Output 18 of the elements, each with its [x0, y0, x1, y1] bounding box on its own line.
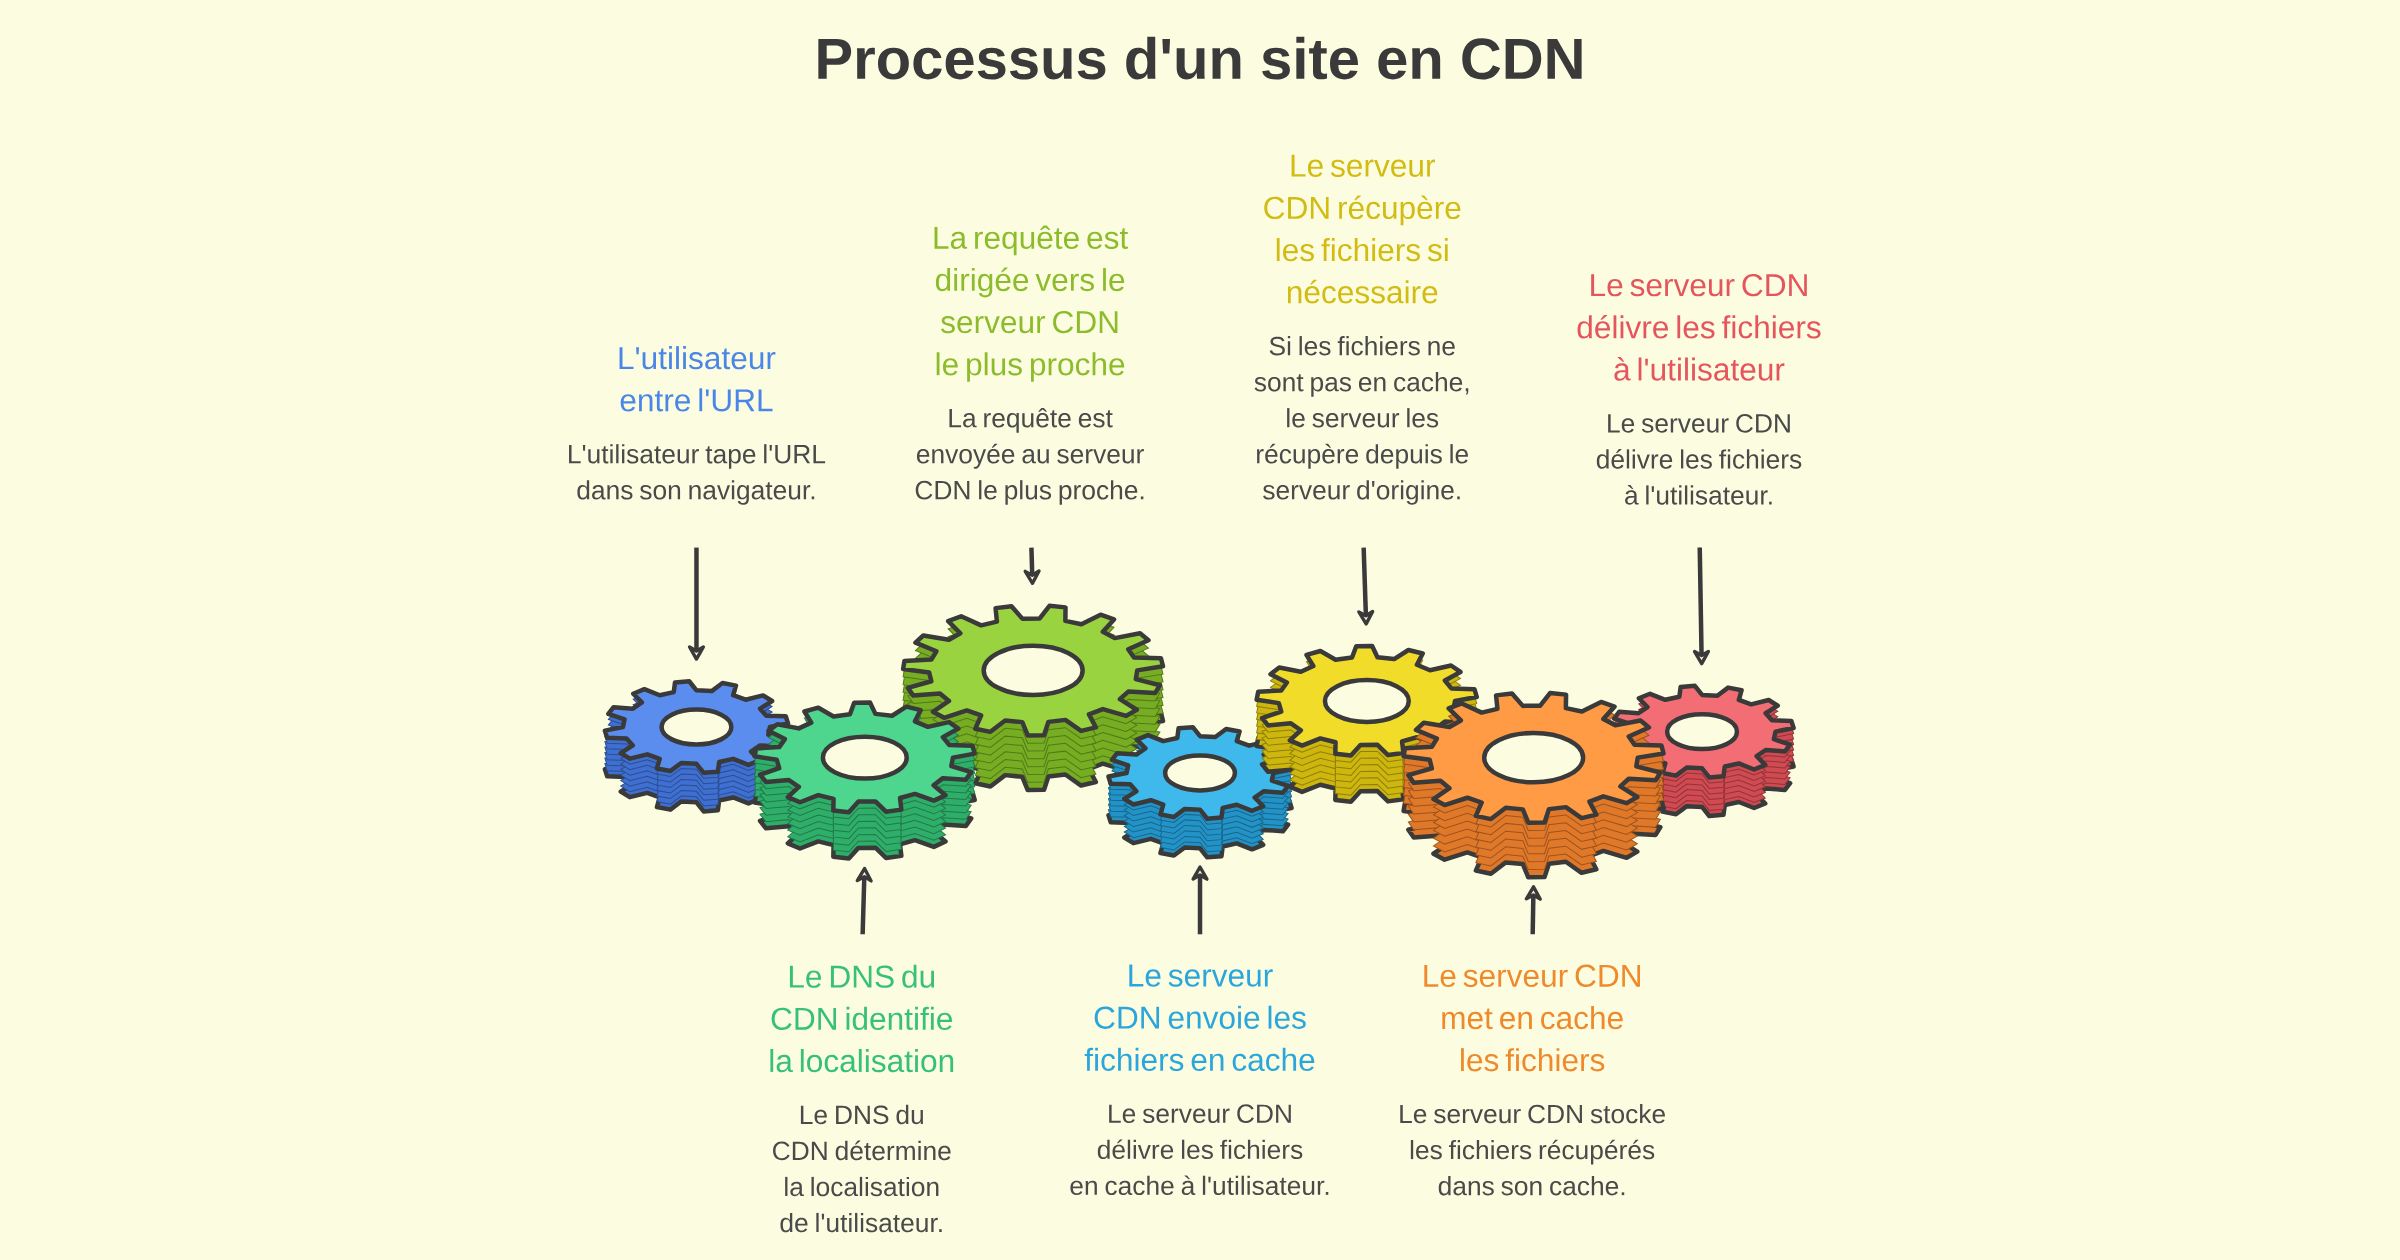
- title: Processus d'un site en CDN: [818, 36, 1582, 80]
- arrow: [855, 866, 873, 935]
- arrow: [1023, 547, 1041, 585]
- gear-icon: [752, 700, 977, 861]
- step-label: Le DNS du CDN identifie la localisation Le DNS du CDN détermine la localisation de l'utilisateur.: [770, 964, 954, 1233]
- gear-icon: [1106, 724, 1294, 860]
- step-label: La requête est dirigée vers le serveur CDN le plus proche La requête est envoyée au serveur CDN le plus proche.: [915, 225, 1144, 505]
- arrow: [1524, 885, 1542, 935]
- step-label: L'utilisateur entre l'URL L'utilisateur tape l'URL dans son navigateur.: [569, 346, 826, 505]
- arrow: [1357, 547, 1375, 626]
- step-label: Le serveur CDN délivre les fichiers à l'utilisateur Le serveur CDN délivre les fichiers à l'utilisateur.: [1577, 273, 1821, 505]
- arrow: [1692, 547, 1711, 666]
- gear-icon: [1401, 690, 1666, 880]
- step-label: Le serveur CDN met en cache les fichiers Le serveur CDN stocke les fichiers récupérés dans son cache.: [1400, 964, 1665, 1196]
- arrow: [687, 547, 706, 661]
- arrow: [1191, 865, 1209, 935]
- step-label: Le serveur CDN envoie les fichiers en cache Le serveur CDN délivre les fichiers en cache à l'utilisateur.: [1070, 964, 1329, 1196]
- step-label: Le serveur CDN récupère les fichiers si nécessaire Si les fichiers ne sont pas en cache, le serveur les récupère depuis le serveur d'origine.: [1254, 154, 1469, 505]
